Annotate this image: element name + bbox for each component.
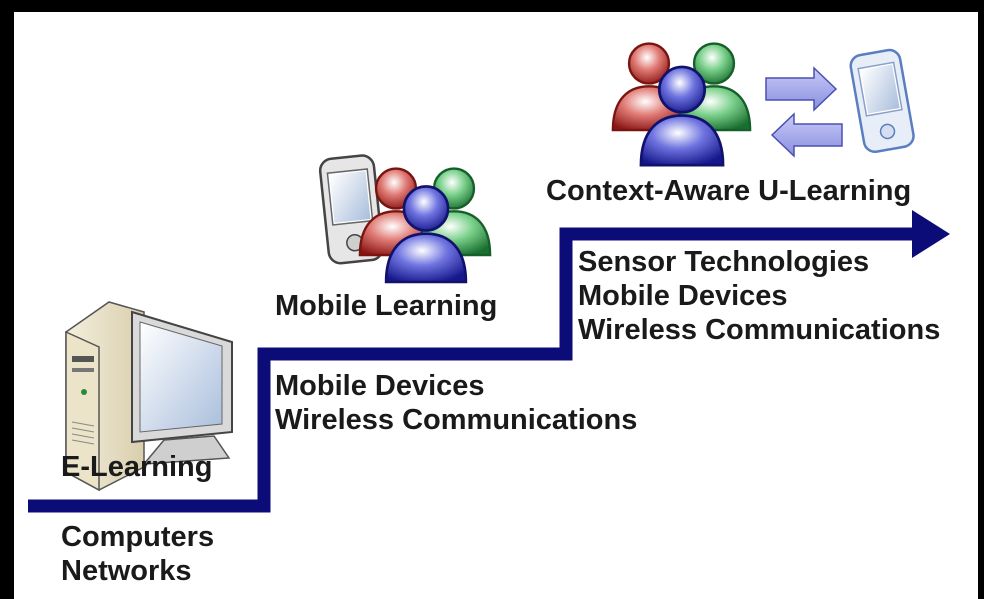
stage-technologies-e-learning: Computers Networks bbox=[61, 520, 214, 588]
desktop-computer-icon bbox=[65, 301, 233, 492]
stage-title-e-learning: E-Learning bbox=[61, 451, 213, 483]
technology-item: Wireless Communications bbox=[578, 314, 941, 347]
diagram-canvas bbox=[28, 42, 950, 513]
stage-title-mobile-learning: Mobile Learning bbox=[275, 290, 498, 322]
technology-item: Networks bbox=[61, 555, 192, 588]
technology-item: Computers bbox=[61, 521, 215, 553]
stage-title-context-aware-u-learning: Context-Aware U-Learning bbox=[546, 175, 912, 207]
exchange-arrows-icon bbox=[765, 66, 843, 158]
technology-item: Wireless Communications bbox=[275, 404, 638, 437]
technology-item: Mobile Devices bbox=[578, 280, 788, 313]
user-group-icon bbox=[358, 167, 492, 284]
technology-item: Mobile Devices bbox=[275, 370, 485, 402]
stage-technologies-context-aware-u-learning: Sensor Technologies Mobile Devices Wirel… bbox=[578, 245, 940, 348]
stage-technologies-mobile-learning: Mobile Devices Wireless Communications bbox=[275, 369, 637, 437]
pda-device-icon bbox=[849, 48, 915, 154]
staircase-line bbox=[28, 227, 919, 513]
staircase-arrowhead bbox=[912, 210, 950, 258]
user-group-icon bbox=[611, 42, 752, 167]
technology-item: Sensor Technologies bbox=[578, 246, 870, 278]
